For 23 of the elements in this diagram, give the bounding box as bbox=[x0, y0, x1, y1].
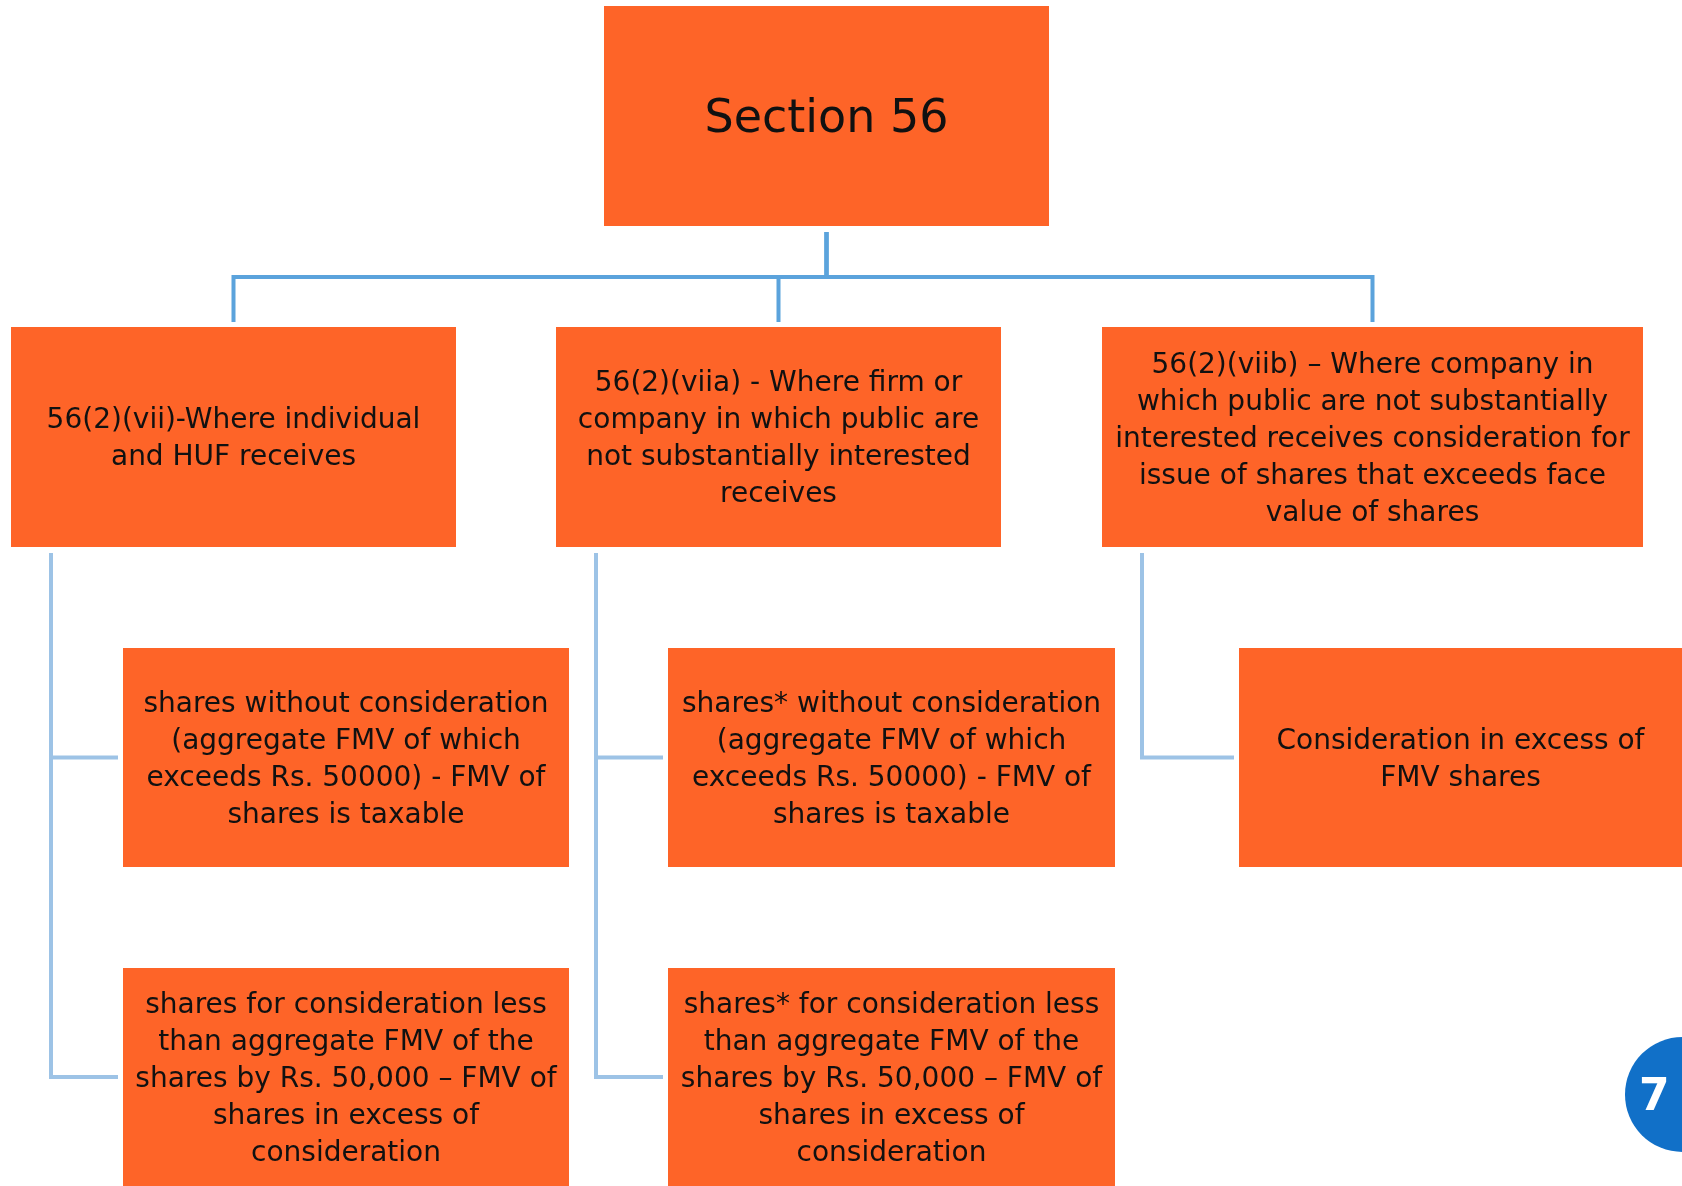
box-text: shares* without consideration (aggregate FMV of which exceeds Rs. 50000) - FMV of shares is taxable bbox=[680, 684, 1103, 832]
connector-line bbox=[594, 553, 663, 1079]
process-box bbox=[1102, 327, 1643, 547]
box-text: shares for consideration less than aggregate FMV of the shares by Rs. 50,000 – FMV of shares in excess of consideration bbox=[134, 985, 558, 1170]
box-text: Consideration in excess of FMV shares bbox=[1275, 721, 1646, 795]
connector-line bbox=[824, 232, 1375, 322]
box-text: 56(2)(vii)-Where individual and HUF receives bbox=[45, 401, 422, 474]
process-box bbox=[123, 648, 569, 867]
process-box bbox=[123, 968, 569, 1186]
connector-line bbox=[1140, 553, 1234, 760]
box-text: shares* for consideration less than aggregate FMV of the shares by Rs. 50,000 – FMV of shares in excess of consideration bbox=[679, 985, 1104, 1170]
root-box bbox=[604, 6, 1049, 226]
page-number: 7 bbox=[1625, 1037, 1682, 1152]
connector-line bbox=[49, 553, 118, 1079]
process-box bbox=[556, 327, 1001, 547]
box-text: Section 56 bbox=[704, 97, 949, 135]
process-box bbox=[1239, 648, 1682, 867]
box-text: shares without consideration (aggregate FMV of which exceeds Rs. 50000) - FMV of shares is taxable bbox=[142, 684, 550, 832]
box-text: 56(2)(viia) - Where firm or company in which public are not substantially interested receives bbox=[576, 364, 981, 511]
box-text: 56(2)(viib) – Where company in which public are not substantially interested receives consideration for issue of shares that exceeds face value of shares bbox=[1114, 345, 1631, 530]
process-box bbox=[668, 648, 1115, 867]
process-box bbox=[11, 327, 456, 547]
process-box bbox=[668, 968, 1115, 1186]
